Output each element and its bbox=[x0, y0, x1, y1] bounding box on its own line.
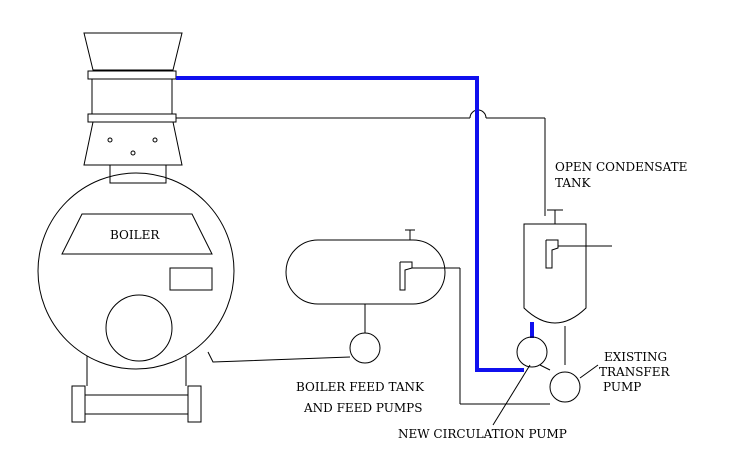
economizer-port-2 bbox=[152, 137, 158, 143]
existing-transfer-pump-label-2: TRANSFER bbox=[599, 365, 671, 379]
economizer-port-3 bbox=[130, 150, 136, 156]
boiler-nameplate bbox=[61, 213, 213, 255]
feed-tank-shell bbox=[285, 239, 446, 305]
economizer-port-1 bbox=[107, 137, 113, 143]
feed-tank-float-valve bbox=[399, 261, 413, 291]
boiler-label: BOILER bbox=[110, 228, 160, 242]
economizer-flange-upper bbox=[87, 70, 177, 80]
boiler-feed-line bbox=[207, 351, 351, 363]
boiler: BOILER bbox=[37, 172, 235, 423]
new-supply-line bbox=[176, 76, 524, 372]
boiler-base-end-left bbox=[71, 385, 86, 423]
existing-transfer-pump-loop bbox=[459, 268, 581, 405]
new-circulation-pump-label: NEW CIRCULATION PUMP bbox=[398, 427, 567, 441]
new-circulation-piping bbox=[176, 76, 548, 372]
condensate-tank-float-valve bbox=[545, 239, 559, 269]
existing-transfer-pump-label-3: PUMP bbox=[603, 380, 641, 394]
boiler-feed-tank bbox=[207, 229, 460, 364]
condensate-tank-shell bbox=[523, 223, 587, 324]
boiler-feed-tank-label-2: AND FEED PUMPS bbox=[303, 401, 422, 415]
leader-existing-transfer-pump bbox=[579, 364, 599, 379]
existing-return-line bbox=[176, 109, 546, 216]
boiler-panel bbox=[169, 267, 213, 291]
boiler-burner-door bbox=[105, 294, 173, 362]
boiler-feed-tank-label-1: BOILER FEED TANK bbox=[296, 380, 425, 394]
open-condensate-tank-label-1: OPEN CONDENSATE bbox=[555, 160, 687, 174]
new-circulation-pump bbox=[516, 336, 548, 368]
economizer-bottom-hood bbox=[83, 121, 183, 166]
transfer-pump-return bbox=[539, 364, 551, 371]
leader-new-circulation-pump bbox=[492, 364, 531, 426]
open-condensate-tank bbox=[523, 209, 612, 365]
boiler-shell bbox=[37, 172, 235, 370]
economizer-flange-lower bbox=[87, 113, 177, 123]
economizer-top-hood bbox=[83, 32, 183, 71]
boiler-base-end-right bbox=[187, 385, 202, 423]
economizer-neck bbox=[109, 164, 167, 184]
economizer-unit bbox=[83, 32, 183, 184]
feed-pump bbox=[349, 332, 381, 364]
economizer-body bbox=[91, 78, 173, 115]
existing-transfer-pump-label-1: EXISTING bbox=[604, 350, 667, 364]
existing-transfer-pump bbox=[549, 371, 581, 403]
open-condensate-tank-label-2: TANK bbox=[555, 176, 592, 190]
